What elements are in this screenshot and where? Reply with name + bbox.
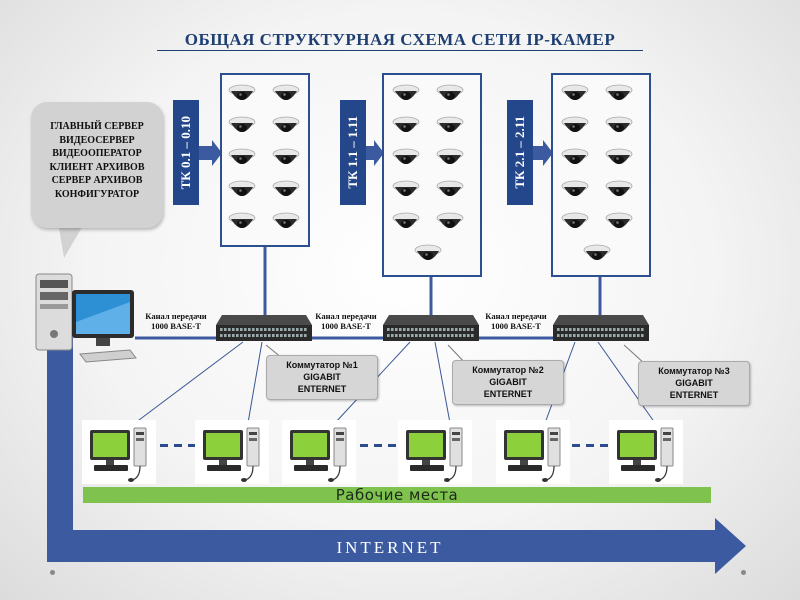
workplaces-label: Рабочие места: [335, 486, 459, 504]
channel-label-line: Канал передачи: [485, 311, 547, 321]
dome-camera-icon: [228, 83, 256, 105]
dome-camera-icon: [392, 147, 420, 169]
dome-camera-icon: [561, 115, 589, 137]
dome-camera-icon: [436, 147, 464, 169]
dome-camera-icon: [228, 115, 256, 137]
internet-arrow: [47, 518, 746, 574]
network-switch-3-icon: [553, 315, 649, 341]
dome-camera-icon: [605, 147, 633, 169]
camera-panel-2: [382, 73, 482, 277]
dome-camera-icon: [436, 115, 464, 137]
dome-camera-icon: [605, 211, 633, 233]
dome-camera-icon: [272, 115, 300, 137]
corner-dot: [741, 570, 746, 575]
channel-label-3: Канал передачи 1000 BASE-T: [476, 311, 556, 331]
workstation-computer-icon: [195, 420, 269, 489]
dome-camera-icon: [228, 211, 256, 233]
dome-camera-icon: [272, 83, 300, 105]
main-server-computer-icon: [35, 273, 137, 363]
workstation-computer-icon: [282, 420, 356, 489]
switch-label-line: ENTERNET: [483, 389, 533, 399]
camera-group-band-3: ТК 2.1 – 2.11: [507, 100, 533, 205]
switch-label-line: Коммутатор №1: [286, 360, 358, 370]
dome-camera-icon: [272, 147, 300, 169]
dome-camera-icon: [583, 243, 611, 265]
camera-group-band-2: ТК 1.1 – 1.11: [340, 100, 366, 205]
switch-label-line: GIGABIT: [303, 372, 341, 382]
channel-label-line: Канал передачи: [145, 311, 207, 321]
dome-camera-icon: [436, 179, 464, 201]
dome-camera-icon: [272, 211, 300, 233]
switch-label-1: Коммутатор №1 GIGABIT ENTERNET: [266, 355, 378, 400]
dome-camera-icon: [436, 211, 464, 233]
camera-panel-3: [551, 73, 651, 277]
workplaces-bar: Рабочие места: [83, 487, 711, 503]
channel-label-line: 1000 BASE-T: [151, 321, 201, 331]
server-role-line: КЛИЕНТ АРХИВОВ: [49, 161, 145, 173]
dome-camera-icon: [392, 211, 420, 233]
dome-camera-icon: [392, 179, 420, 201]
switch-label-line: GIGABIT: [489, 377, 527, 387]
dome-camera-icon: [228, 179, 256, 201]
switch-label-line: Коммутатор №2: [472, 365, 544, 375]
channel-label-1: Канал передачи 1000 BASE-T: [136, 311, 216, 331]
switch-label-line: Коммутатор №3: [658, 366, 730, 376]
dome-camera-icon: [272, 179, 300, 201]
channel-label-2: Канал передачи 1000 BASE-T: [306, 311, 386, 331]
corner-dot: [50, 570, 55, 575]
camera-group-band-1: ТК 0.1 – 0.10: [173, 100, 199, 205]
switch-label-2: Коммутатор №2 GIGABIT ENTERNET: [452, 360, 564, 405]
server-role-line: ГЛАВНЫЙ СЕРВЕР: [50, 121, 144, 132]
camera-panel-1: [220, 73, 310, 247]
dome-camera-icon: [392, 83, 420, 105]
camera-group-label: ТК 1.1 – 1.11: [345, 116, 360, 189]
camera-group-label: ТК 0.1 – 0.10: [178, 115, 193, 190]
server-role-line: СЕРВЕР АРХИВОВ: [51, 175, 143, 186]
network-switch-2-icon: [383, 315, 479, 341]
dome-camera-icon: [561, 211, 589, 233]
workstation-computer-icon: [496, 420, 570, 489]
switch-label-line: ENTERNET: [297, 384, 347, 394]
channel-label-line: 1000 BASE-T: [321, 321, 371, 331]
internet-label: INTERNET: [336, 538, 444, 557]
server-roles-bubble: ГЛАВНЫЙ СЕРВЕР ВИДЕОСЕРВЕР ВИДЕООПЕРАТОР…: [31, 102, 163, 228]
dome-camera-icon: [561, 83, 589, 105]
dome-camera-icon: [605, 83, 633, 105]
server-role-line: КОНФИГУРАТОР: [54, 188, 140, 200]
switch-label-line: GIGABIT: [675, 378, 713, 388]
workstation-computer-icon: [82, 420, 156, 489]
camera-group-label: ТК 2.1 – 2.11: [512, 116, 527, 189]
workstation-computer-icon: [609, 420, 683, 489]
server-role-line: ВИДЕОСЕРВЕР: [59, 134, 135, 146]
dome-camera-icon: [605, 179, 633, 201]
switch-label-line: ENTERNET: [669, 390, 719, 400]
diagram-title: ОБЩАЯ СТРУКТУРНАЯ СХЕМА СЕТИ IP-КАМЕР: [184, 30, 616, 49]
server-role-line: ВИДЕООПЕРАТОР: [52, 148, 142, 159]
dome-camera-icon: [561, 147, 589, 169]
title-underline: [157, 50, 643, 51]
switch-label-3: Коммутатор №3 GIGABIT ENTERNET: [638, 361, 750, 406]
dome-camera-icon: [436, 83, 464, 105]
dome-camera-icon: [561, 179, 589, 201]
workstation-computer-icon: [398, 420, 472, 489]
channel-label-line: 1000 BASE-T: [491, 321, 541, 331]
dome-camera-icon: [605, 115, 633, 137]
network-switch-1-icon: [216, 315, 312, 341]
dome-camera-icon: [392, 115, 420, 137]
channel-label-line: Канал передачи: [315, 311, 377, 321]
dome-camera-icon: [228, 147, 256, 169]
dome-camera-icon: [414, 243, 442, 265]
